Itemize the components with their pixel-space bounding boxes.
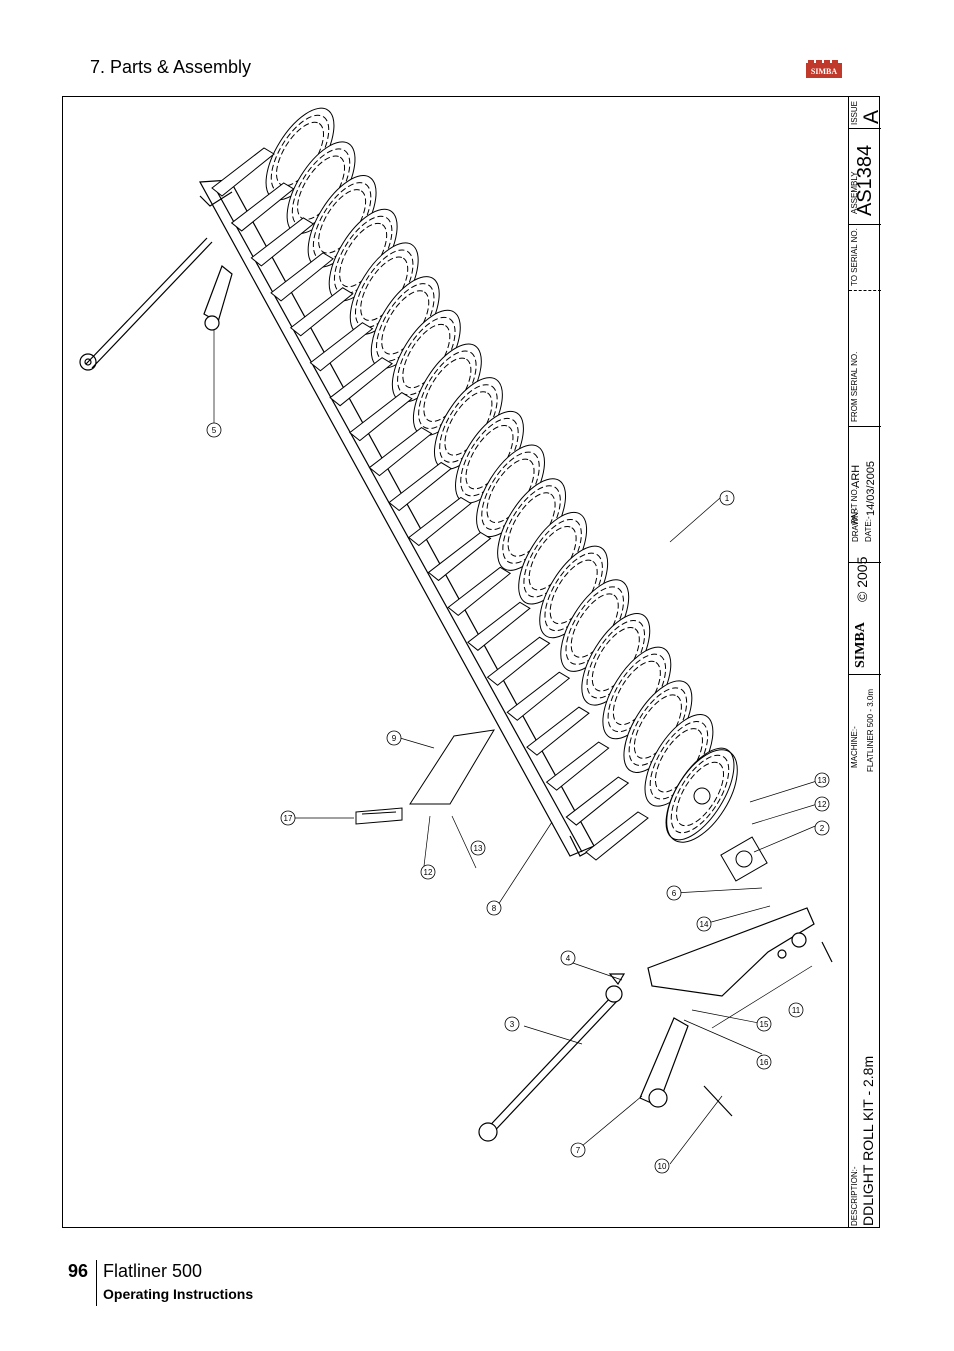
callout-2: 2: [814, 820, 830, 836]
lower-linkage: [478, 907, 833, 1142]
disc-bracket: [467, 601, 531, 651]
title-block: ISSUE A ASSEMBLY AS1384 TO SERIAL NO. FR…: [848, 96, 883, 1228]
disc-bracket: [565, 776, 630, 826]
date-label: DATE:-: [864, 516, 873, 542]
disc-bracket: [329, 357, 393, 407]
svg-text:12: 12: [818, 800, 827, 809]
disc-bracket: [348, 392, 413, 442]
roller-discs: [265, 107, 735, 841]
footer-subtitle: Operating Instructions: [103, 1286, 254, 1302]
from-serial-label: FROM SERIAL NO.: [850, 351, 859, 422]
assembly-number: AS1384: [854, 144, 876, 216]
roller-disc: [497, 478, 567, 571]
callout-13: 13: [814, 772, 830, 788]
disc-bracket: [427, 531, 492, 582]
disc-bracket: [545, 741, 610, 791]
svg-text:6: 6: [672, 889, 677, 898]
callout-13b: 13: [470, 840, 486, 856]
svg-text:11: 11: [792, 1006, 801, 1015]
disc-bracket: [388, 461, 453, 512]
issue-label: ISSUE: [850, 100, 859, 125]
disc-brackets: [211, 147, 649, 861]
svg-text:4: 4: [566, 954, 571, 963]
disc-bracket: [309, 322, 374, 372]
disc-bracket: [368, 426, 433, 477]
description-value: DDLIGHT ROLL KIT - 2.8m: [860, 1055, 876, 1226]
side-bracket: [355, 729, 495, 825]
simba-wordmark: SIMBA: [853, 622, 868, 668]
description-label: DESCRIPTION:-: [850, 1166, 859, 1226]
callouts: 5 1 13 12 2 9 17 13 12 6 8 14 4 11 3 15 …: [206, 422, 830, 1174]
simba-logo: SIMBA: [806, 60, 842, 78]
disc-bracket: [270, 252, 334, 302]
callout-10: 10: [654, 1158, 670, 1174]
svg-text:12: 12: [424, 868, 433, 877]
disc-bracket: [526, 706, 590, 756]
svg-text:13: 13: [818, 776, 827, 785]
callout-5: 5: [206, 422, 222, 438]
callout-12: 12: [814, 796, 830, 812]
roller-disc: [412, 343, 482, 437]
drawn-value: ARH: [850, 464, 862, 488]
footer-divider: [96, 1260, 97, 1306]
svg-text:10: 10: [658, 1162, 667, 1171]
svg-text:14: 14: [700, 920, 709, 929]
footer-model: Flatliner 500: [103, 1261, 203, 1281]
disc-bracket: [408, 496, 472, 547]
callout-6: 6: [666, 885, 682, 901]
callout-17: 17: [280, 810, 296, 826]
callout-4: 4: [560, 950, 576, 966]
roller-disc: [602, 646, 672, 740]
drawn-label: DRAWN:-: [851, 507, 860, 542]
page-number: 96: [68, 1261, 89, 1281]
callout-12b: 12: [420, 864, 436, 880]
disc-bracket: [585, 811, 649, 861]
simba-logo-text: SIMBA: [811, 67, 837, 76]
date-value: 14/03/2005: [865, 460, 877, 516]
svg-text:8: 8: [492, 904, 497, 913]
disc-bracket: [211, 147, 275, 197]
callout-14: 14: [696, 916, 712, 932]
callout-16: 16: [756, 1054, 772, 1070]
svg-text:9: 9: [392, 734, 397, 743]
disc-bracket: [289, 287, 354, 337]
callout-9: 9: [386, 730, 402, 746]
issue-value: A: [860, 109, 883, 124]
svg-text:7: 7: [576, 1146, 581, 1155]
disc-bracket: [506, 671, 571, 721]
drawing-frame: [62, 96, 880, 1228]
callout-11: 11: [788, 1002, 804, 1018]
machine-label: MACHINE:-: [850, 726, 859, 768]
disc-bracket: [230, 182, 295, 232]
disc-bracket: [250, 217, 315, 267]
section-title: 7. Parts & Assembly: [90, 57, 252, 77]
callout-1: 1: [719, 490, 735, 506]
to-serial-label: TO SERIAL NO.: [850, 228, 859, 286]
svg-text:3: 3: [510, 1020, 515, 1029]
svg-text:1: 1: [725, 494, 730, 503]
svg-text:2: 2: [820, 824, 825, 833]
leader-lines: [213, 330, 825, 1165]
svg-text:16: 16: [760, 1058, 769, 1067]
svg-text:13: 13: [474, 844, 483, 853]
svg-text:15: 15: [760, 1020, 769, 1029]
callout-8: 8: [486, 900, 502, 916]
disc-bracket: [447, 566, 512, 617]
callout-7: 7: [570, 1142, 586, 1158]
callout-15: 15: [756, 1016, 772, 1032]
svg-text:17: 17: [284, 814, 293, 823]
assembly-drawing: 5 1 13 12 2 9 17 13 12 6 8 14 4 11 3 15 …: [79, 107, 833, 1174]
machine-value: FLATLINER 500 - 3.0m: [866, 689, 875, 772]
svg-text:5: 5: [212, 426, 217, 435]
top-link-upper: [79, 237, 233, 371]
disc-bracket: [486, 636, 551, 686]
callout-3: 3: [504, 1016, 520, 1032]
copyright: © 2005: [854, 556, 870, 602]
